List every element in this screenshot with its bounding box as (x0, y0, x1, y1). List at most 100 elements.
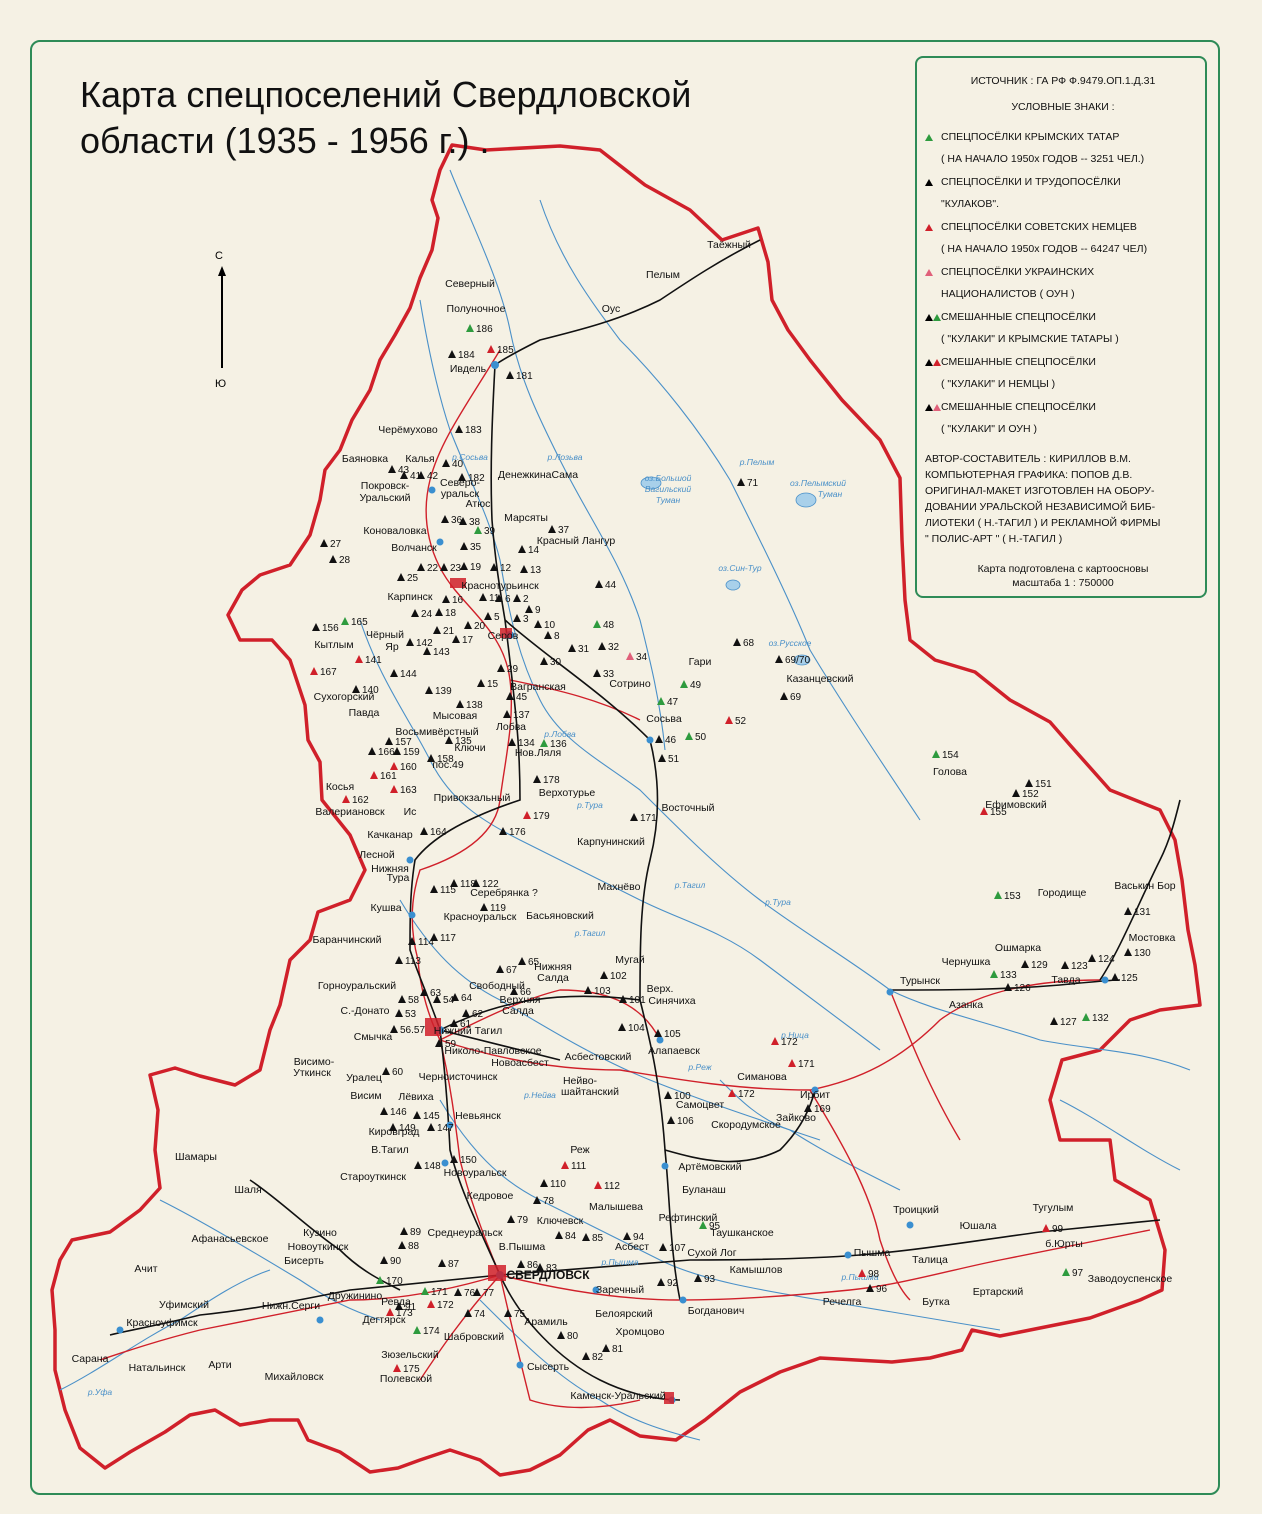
legend-credit-line: ЛИОТЕКИ ( Н.-ТАГИЛ ) И РЕКЛАМНОЙ ФИРМЫ (925, 517, 1161, 529)
settlement-number: 53 (405, 1009, 417, 1020)
place-label: С.-Донато (340, 1005, 389, 1017)
settlement-triangle-icon (435, 608, 443, 616)
place-label: Салда (502, 1005, 534, 1017)
settlement-number: 176 (509, 827, 526, 838)
settlement-number: 58 (408, 995, 420, 1006)
settlement-number: 165 (351, 617, 368, 628)
settlement-marker: 142 (406, 638, 433, 649)
place-label: Нижняя (371, 863, 409, 875)
settlement-marker: 87 (438, 1259, 460, 1270)
river-label: Вагильский (645, 484, 692, 494)
settlement-number: 124 (1098, 954, 1115, 965)
settlement-number: 67 (506, 965, 518, 976)
settlement-triangle-icon (525, 605, 533, 613)
settlement-triangle-icon (459, 517, 467, 525)
settlement-marker: 130 (1124, 948, 1151, 959)
settlement-marker: 68 (733, 638, 755, 649)
settlement-triangle-icon (393, 1364, 401, 1372)
settlement-marker: 171 (421, 1287, 448, 1298)
settlement-number: 5 (494, 612, 500, 623)
settlement-marker: 19 (460, 562, 482, 573)
settlement-triangle-icon (474, 526, 482, 534)
north-arrow: С Ю (212, 250, 232, 395)
settlement-triangle-icon (398, 995, 406, 1003)
settlement-number: 135 (455, 736, 472, 747)
settlement-triangle-icon (451, 993, 459, 1001)
settlement-number: 42 (427, 471, 439, 482)
settlement-marker: 97 (1062, 1268, 1084, 1279)
settlement-triangle-icon (417, 471, 425, 479)
place-label: Асбест (615, 1241, 649, 1253)
place-label: Махнёво (598, 881, 641, 893)
settlement-marker: 101 (619, 995, 646, 1006)
settlement-marker: 157 (385, 737, 412, 748)
place-label: Гари (689, 656, 712, 668)
settlement-triangle-icon (737, 478, 745, 486)
river-label: р.Тагил (574, 928, 606, 938)
settlement-marker: 74 (464, 1309, 486, 1320)
settlement-number: 171 (640, 813, 657, 824)
place-label: Заречный (596, 1284, 644, 1296)
settlement-number: 138 (466, 700, 483, 711)
river-label: Туман (656, 495, 681, 505)
settlement-number: 95 (709, 1221, 721, 1232)
place-label: Красноуфимск (126, 1317, 198, 1329)
place-label: Черёмухово (378, 424, 438, 436)
settlement-triangle-icon (699, 1221, 707, 1229)
settlement-number: 133 (1000, 970, 1017, 981)
settlement-triangle-icon (421, 1287, 429, 1295)
settlement-marker: 161 (370, 771, 397, 782)
settlement-triangle-icon (568, 644, 576, 652)
settlement-marker: 69 (780, 692, 802, 703)
settlement-triangle-icon (775, 655, 783, 663)
settlement-number: 159 (403, 747, 420, 758)
map-title: Карта спецпоселений Свердловской области… (80, 72, 840, 164)
settlement-marker: 54 (433, 995, 455, 1006)
legend-item-label: СПЕЦПОСЁЛКИ КРЫМСКИХ ТАТАР (941, 131, 1120, 143)
place-label: Восьмивёрстный (395, 726, 478, 738)
settlement-marker: 133 (990, 970, 1017, 981)
settlement-triangle-icon (389, 1123, 397, 1131)
place-label: В.Пышма (499, 1241, 546, 1253)
railways (109, 239, 1181, 1401)
settlement-number: 81 (612, 1344, 624, 1355)
south-label: Ю (215, 378, 227, 390)
settlement-number: 22 (427, 563, 439, 574)
settlement-triangle-icon (400, 1227, 408, 1235)
settlement-marker: 12 (490, 563, 512, 574)
settlement-triangle-icon (506, 692, 514, 700)
settlement-marker: 31 (568, 644, 590, 655)
map-frame (30, 40, 1220, 1495)
settlement-number: 62 (472, 1009, 484, 1020)
settlement-marker: 124 (1088, 954, 1115, 965)
settlement-number: 69/70 (785, 655, 810, 666)
place-label: Висим (350, 1090, 381, 1102)
settlement-triangle-icon (518, 545, 526, 553)
settlement-number: 146 (390, 1107, 407, 1118)
place-label: Ивдель (450, 363, 487, 375)
settlement-triangle-icon (548, 525, 556, 533)
river-label: р.Пелым (739, 457, 775, 467)
settlement-marker: 112 (594, 1181, 620, 1192)
settlement-marker: 39 (474, 526, 496, 537)
settlement-marker: 71 (737, 478, 759, 489)
settlement-triangle-icon (593, 669, 601, 677)
place-label: Кушва (370, 902, 401, 914)
settlement-triangle-icon (540, 739, 548, 747)
settlement-triangle-icon (1088, 954, 1096, 962)
settlement-triangle-icon (440, 563, 448, 571)
place-label: Волчанск (391, 542, 437, 554)
settlement-number: 154 (942, 750, 959, 761)
settlement-marker: 63 (420, 988, 442, 999)
place-label: Нижн.Серги (262, 1300, 320, 1312)
major-cities (425, 578, 674, 1404)
settlement-triangle-icon (445, 736, 453, 744)
region-border (50, 143, 1202, 1477)
settlement-marker: 2 (513, 594, 529, 605)
settlement-number: 8 (554, 631, 560, 642)
settlement-marker: 171 (630, 813, 657, 824)
legend-credit-line: АВТОР-СОСТАВИТЕЛЬ : КИРИЛЛОВ В.М. (925, 453, 1131, 465)
place-label: Дружинино (328, 1290, 383, 1302)
place-label: Троицкий (893, 1204, 939, 1216)
settlement-triangle-icon (342, 795, 350, 803)
